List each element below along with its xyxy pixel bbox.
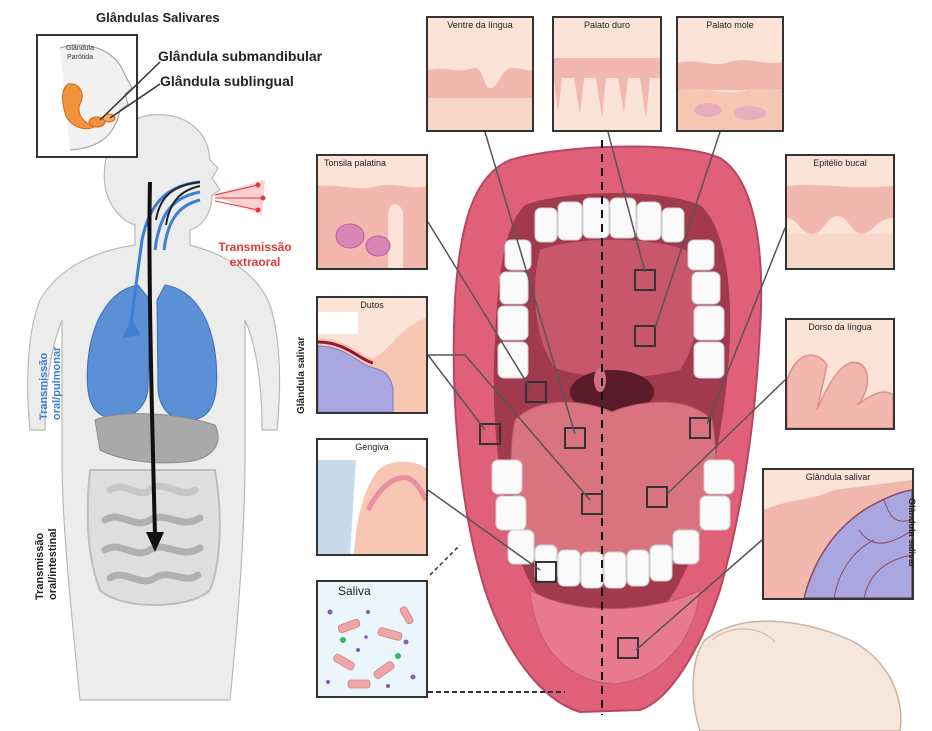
parotid-label: Glândula Parótida bbox=[58, 44, 102, 62]
panel-palato-duro-title: Palato duro bbox=[554, 20, 660, 30]
panel-saliva: Saliva bbox=[316, 580, 428, 698]
panel-palato-duro: Palato duro bbox=[552, 16, 662, 132]
panel-gengiva-title: Gengiva bbox=[318, 442, 426, 452]
panel-dorso-lingua: Dorso da língua bbox=[785, 318, 895, 430]
finger bbox=[693, 621, 901, 731]
tissue-gengiva bbox=[318, 440, 426, 554]
panel-tonsila-palatina-title: Tonsila palatina bbox=[318, 158, 428, 168]
tissue-palato-mole bbox=[678, 18, 782, 130]
tissue-ventre-lingua bbox=[428, 18, 532, 130]
panel-epitelio-bucal: Epitélio bucal bbox=[785, 154, 895, 270]
panel-gengiva: Gengiva bbox=[316, 438, 428, 556]
extraoral-spray bbox=[212, 180, 266, 215]
sublingual-label: Glândula sublingual bbox=[160, 73, 294, 89]
panel-saliva-title: Saliva bbox=[318, 584, 428, 598]
tissue-palato-duro bbox=[554, 18, 660, 130]
oral-intestinal-label: Transmissão oral/intestinal bbox=[34, 460, 60, 600]
extraoral-label: Transmissão extraoral bbox=[215, 240, 295, 270]
side-label-left: Glândula salivar bbox=[296, 337, 307, 414]
liver-stomach bbox=[95, 414, 218, 463]
panel-ventre-lingua: Ventre da língua bbox=[426, 16, 534, 132]
submandibular-label: Glândula submandibular bbox=[158, 48, 322, 64]
tissue-dutos bbox=[318, 298, 426, 412]
panel-ventre-lingua-title: Ventre da língua bbox=[428, 20, 532, 30]
panel-palato-mole-title: Palato mole bbox=[678, 20, 782, 30]
panel-glandula-salivar-title: Glândula salivar bbox=[764, 472, 912, 482]
panel-dutos: Dutos bbox=[316, 296, 428, 414]
panel-dorso-lingua-title: Dorso da língua bbox=[787, 322, 893, 332]
tissue-saliva bbox=[318, 582, 426, 696]
tissue-epitelio-bucal bbox=[787, 156, 893, 268]
panel-tonsila-palatina: Tonsila palatina bbox=[316, 154, 428, 270]
tissue-tonsila-palatina bbox=[318, 156, 426, 268]
side-label-right: Glândula salivar bbox=[907, 498, 917, 568]
panel-glandula-salivar: Glândula salivar bbox=[762, 468, 914, 600]
salivary-title: Glândulas Salivares bbox=[96, 10, 220, 25]
tissue-dorso-lingua bbox=[787, 320, 893, 428]
panel-epitelio-bucal-title: Epitélio bucal bbox=[787, 158, 893, 168]
panel-palato-mole: Palato mole bbox=[676, 16, 784, 132]
panel-dutos-title: Dutos bbox=[318, 300, 426, 310]
tissue-glandula-salivar bbox=[764, 470, 912, 598]
oral-pulmonar-label: Transmissão oral/pulmonar bbox=[38, 280, 64, 420]
